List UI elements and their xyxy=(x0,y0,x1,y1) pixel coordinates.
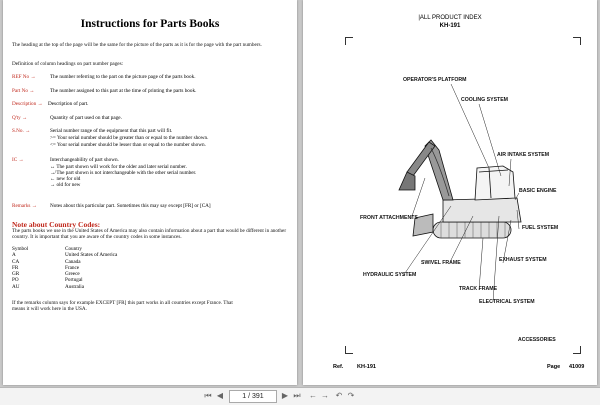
redo-icon[interactable]: ↷ xyxy=(347,391,355,400)
note-text: The parts books we use in the United Sta… xyxy=(12,228,287,241)
intro-text: The heading at the top of the page will … xyxy=(12,42,262,48)
next-page-icon[interactable]: ▶ xyxy=(281,391,289,400)
first-page-icon[interactable]: ⏮ xyxy=(204,391,212,400)
index-header: |ALL PRODUCT INDEX xyxy=(418,15,482,21)
right-page: |ALL PRODUCT INDEX KH-191 xyxy=(303,0,597,385)
label-swivel-frame[interactable]: SWIVEL FRAME xyxy=(421,260,461,266)
label-fuel-system[interactable]: FUEL SYSTEM xyxy=(522,225,559,231)
ic-line-4: → old for new xyxy=(50,182,81,188)
label-basic-engine[interactable]: BASIC ENGINE xyxy=(519,188,557,194)
undo-icon[interactable]: ↶ xyxy=(335,391,343,400)
closing-text: If the remarks column says for example E… xyxy=(12,300,233,313)
crop-mark xyxy=(345,346,353,354)
model-title: KH-191 xyxy=(439,23,461,29)
label-cooling-system[interactable]: COOLING SYSTEM xyxy=(461,97,508,103)
label-track-frame[interactable]: TRACK FRAME xyxy=(459,286,498,292)
ic-line-3: ← new for old xyxy=(50,176,81,182)
page-title: Instructions for Parts Books xyxy=(80,18,220,30)
sno-line-2: <= Your serial number should be lesser t… xyxy=(50,142,206,148)
label-exhaust-system[interactable]: EXHAUST SYSTEM xyxy=(499,257,547,263)
forward-icon[interactable]: → xyxy=(321,391,329,400)
label-front-attachments[interactable]: FRONT ATTACHMENTS xyxy=(360,215,418,221)
note-title: Note about Country Codes: xyxy=(12,220,101,229)
footer-ref-label: Ref. xyxy=(333,364,344,370)
sno-line-1: >= Your serial number should be greater … xyxy=(50,135,209,141)
ic-line-1: ↔ The part shown will work for the older… xyxy=(50,164,187,170)
page-number-input[interactable]: 1 / 391 xyxy=(229,390,277,403)
excavator-diagram xyxy=(398,83,522,303)
footer-page-value: 41009 xyxy=(569,364,585,370)
footer-page-label: Page xyxy=(547,364,561,370)
label-air-intake-system[interactable]: AIR INTAKE SYSTEM xyxy=(497,152,550,158)
crop-mark xyxy=(573,37,581,45)
label-hydraulic-system[interactable]: HYDRAULIC SYSTEM xyxy=(363,272,417,278)
label-electrical-system[interactable]: ELECTRICAL SYSTEM xyxy=(479,299,535,305)
last-page-icon[interactable]: ⏭ xyxy=(293,391,301,400)
label-operators-platform[interactable]: OPERATOR'S PLATFORM xyxy=(403,77,467,83)
left-page: Instructions for Parts Books The heading… xyxy=(3,0,297,385)
viewer-toolbar: ⏮ ◀ 1 / 391 ▶ ⏭ ← → ↶ ↷ xyxy=(0,387,600,405)
previous-page-icon[interactable]: ◀ xyxy=(216,391,224,400)
excavator-illustration xyxy=(398,139,522,239)
leader-lines xyxy=(402,83,520,303)
ic-line-2: ↛ The part shown is not interchangeable … xyxy=(50,170,197,176)
label-accessories[interactable]: ACCESSORIES xyxy=(518,337,556,343)
back-icon[interactable]: ← xyxy=(309,391,317,400)
footer-ref-value: KH-191 xyxy=(357,364,376,370)
crop-mark xyxy=(573,346,581,354)
crop-mark xyxy=(345,37,353,45)
definition-text: Definition of column headings on part nu… xyxy=(12,61,124,67)
